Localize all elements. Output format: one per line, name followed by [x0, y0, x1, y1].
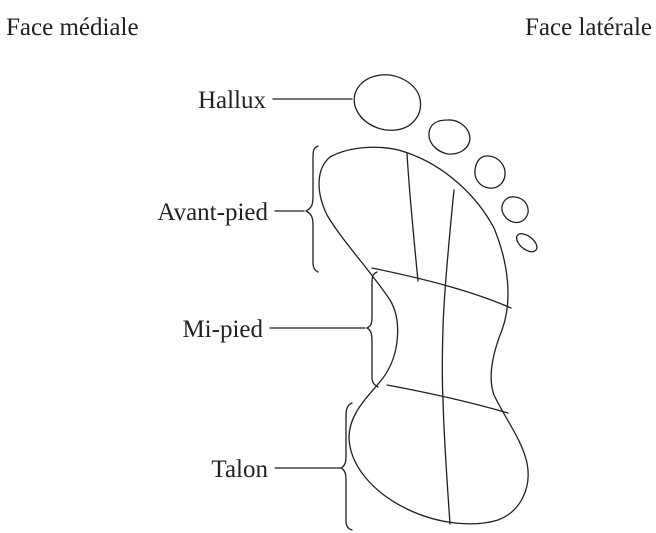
lateral-side-label: Face latérale [525, 14, 652, 41]
midfoot-heel-boundary [387, 385, 508, 413]
second-toe [429, 120, 470, 154]
midfoot-center-line [442, 328, 443, 400]
leader-lines [270, 99, 365, 468]
foot-sole-outline [319, 147, 528, 524]
forefoot-line-medial [407, 153, 418, 281]
division-lines [372, 153, 511, 524]
midfoot-bracket [367, 272, 378, 387]
forefoot-line-lateral [443, 190, 454, 328]
forefoot-label: Avant-pied [157, 199, 268, 226]
heel-label: Talon [211, 456, 268, 483]
region-brackets [306, 146, 378, 530]
forefoot-bracket [306, 146, 318, 272]
third-toe [475, 156, 505, 188]
heel-bracket [341, 403, 352, 530]
toes [354, 75, 537, 252]
medial-side-label: Face médiale [6, 14, 139, 41]
heel-center-line [443, 400, 450, 524]
fourth-toe [502, 197, 528, 223]
hallux-toe [354, 75, 420, 130]
hallux-label: Hallux [198, 87, 267, 114]
midfoot-label: Mi-pied [182, 316, 263, 343]
forefoot-midfoot-boundary [372, 268, 511, 308]
fifth-toe [517, 234, 537, 252]
